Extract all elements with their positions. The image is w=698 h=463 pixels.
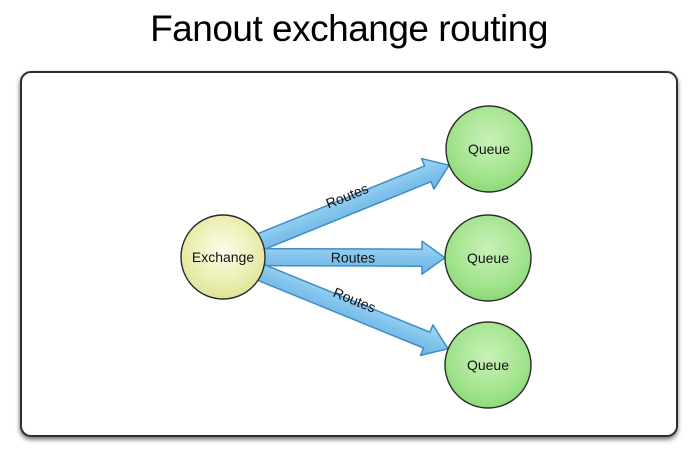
queue-node-3: Queue — [444, 321, 532, 409]
routes-arrow-bottom: Routes — [219, 248, 449, 357]
queue-node-2: Queue — [444, 214, 532, 302]
exchange-circle — [180, 214, 266, 300]
routes-label: Routes — [331, 249, 375, 265]
queue-label: Queue — [468, 141, 510, 157]
queue-label: Queue — [467, 250, 509, 266]
queue-label: Queue — [467, 357, 509, 373]
diagram-canvas: Routes Routes Routes Exchange Queue — [180, 105, 533, 409]
queue-circle — [444, 214, 532, 302]
page-title: Fanout exchange routing — [150, 8, 548, 49]
routes-arrow-middle: Routes — [222, 240, 446, 275]
queue-circle — [444, 321, 532, 409]
exchange-label: Exchange — [192, 249, 254, 265]
diagram-frame: Routes Routes Routes Exchange Queue — [20, 71, 678, 437]
queue-node-1: Queue — [445, 105, 533, 193]
queue-circle — [445, 105, 533, 193]
exchange-node: Exchange — [180, 214, 266, 300]
